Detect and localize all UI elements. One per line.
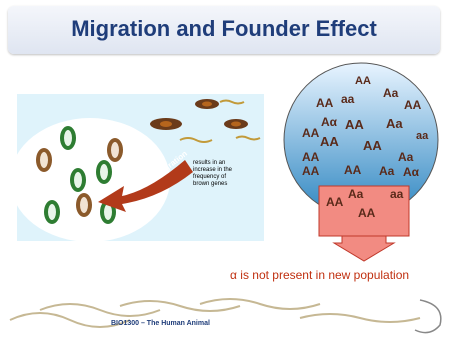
- genotype-label: AA: [404, 98, 422, 112]
- title-bar: Migration and Founder Effect: [8, 6, 440, 54]
- dna-strand-icon: [119, 300, 241, 312]
- genotype-label: AA: [302, 126, 320, 140]
- dna-strand-icon: [299, 313, 421, 323]
- slide-title: Migration and Founder Effect: [71, 16, 377, 41]
- green-beetle-icon: [96, 160, 112, 184]
- genotype-label: AA: [345, 117, 364, 132]
- brown-beetle-icon: [36, 148, 52, 172]
- result-text-line: results in an: [193, 160, 226, 166]
- genotype-label: AA: [302, 164, 320, 178]
- green-beetle-icon: [60, 126, 76, 150]
- footer-text: BIO1300 – The Human Animal: [111, 320, 210, 327]
- motion-line: [219, 99, 245, 105]
- motion-line: [179, 137, 213, 143]
- motion-line: [235, 135, 261, 141]
- page-curl-icon: [414, 299, 442, 334]
- genotype-label: AA: [358, 206, 376, 220]
- genotype-label: AA: [302, 150, 320, 164]
- genotype-label: AA: [326, 195, 344, 209]
- genotype-label: AA: [344, 163, 362, 177]
- island-shape: [10, 118, 170, 242]
- green-beetle-icon: [70, 168, 86, 192]
- down-arrow-icon: [332, 235, 396, 262]
- genotype-label: AA: [320, 134, 339, 149]
- founder-note: α is not present in new population: [230, 268, 410, 282]
- genotype-label: aa: [416, 130, 429, 142]
- genotype-label: AA: [316, 96, 334, 110]
- flying-brown-beetle-icon: [224, 119, 248, 129]
- dna-strand-icon: [9, 312, 131, 328]
- genotype-label: aa: [341, 92, 355, 106]
- brown-beetle-icon: [76, 193, 92, 217]
- dna-strand-icon: [199, 298, 321, 310]
- immigration-arrow-icon: [98, 160, 193, 212]
- result-text-line: brown genes: [193, 181, 228, 187]
- flying-brown-beetle-icon: [195, 99, 219, 109]
- dna-strand-icon: [39, 303, 161, 317]
- genotype-label: Aa: [379, 164, 395, 178]
- genotype-label: Aα: [403, 165, 420, 179]
- green-beetle-icon: [44, 200, 60, 224]
- genotype-label: Aa: [383, 86, 399, 100]
- genotype-label: AA: [355, 75, 371, 87]
- founder-sample-box: [318, 185, 410, 237]
- genotype-label: AA: [363, 138, 382, 153]
- genotype-label: Aα: [321, 115, 338, 129]
- genotype-label: aa: [390, 187, 404, 201]
- flying-brown-beetle-icon: [150, 118, 182, 130]
- result-text-line: increase in the: [193, 167, 233, 173]
- result-text-line: frequency of: [193, 174, 227, 180]
- genotype-label: Aa: [348, 187, 364, 201]
- genotype-label: Aa: [386, 116, 403, 131]
- genotype-label: Aa: [398, 150, 414, 164]
- brown-beetle-icon: [107, 138, 123, 162]
